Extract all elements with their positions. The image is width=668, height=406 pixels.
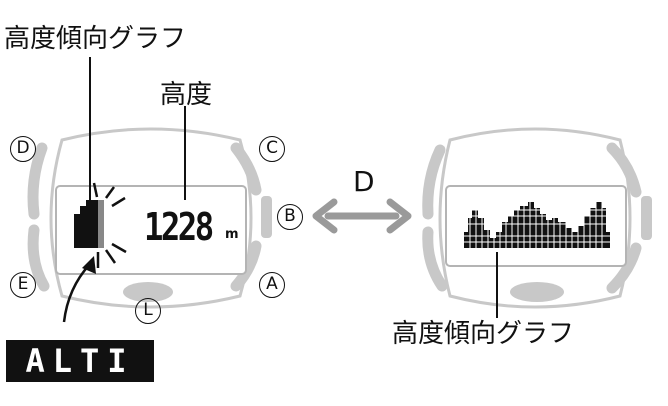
left-pusher-d[interactable] [27,142,48,220]
left-pusher-c[interactable] [230,142,262,196]
left-pusher-a[interactable] [230,240,262,292]
button-label-e: E [10,272,36,298]
flash-rays [92,182,127,268]
left-case [49,127,253,309]
button-label-c: C [259,136,285,162]
label-direction-key: D [353,165,375,198]
right-pusher-d[interactable] [422,144,446,220]
altitude-unit: m [225,227,239,242]
label-altitude-trend-graph-bottom: 高度傾向グラフ [392,319,575,349]
button-label-b: B [277,204,303,230]
left-light-button[interactable] [123,282,173,302]
altitude-value: 1228 [144,205,214,249]
label-altitude-trend-graph-top: 高度傾向グラフ [4,24,187,54]
left-watch [27,57,272,323]
left-pusher-e[interactable] [27,224,50,292]
label-altitude: 高度 [160,80,213,110]
button-label-d: D [10,136,36,162]
left-trend-current-bar [98,200,104,248]
left-pusher-b[interactable] [261,196,272,238]
button-label-a: A [259,272,285,298]
right-trend-graph [464,200,610,248]
transition-arrow [312,198,412,234]
right-watch [422,127,652,318]
mode-text-alti: ALTI [25,342,135,380]
left-trend-graph [74,200,98,248]
right-pusher-b[interactable] [641,196,652,240]
alti-display-box [6,340,154,382]
right-light-button[interactable] [510,282,564,302]
button-label-l: L [135,298,161,324]
alti-arrow-head [82,256,96,274]
right-case [438,127,632,309]
right-pusher-e[interactable] [422,226,448,292]
